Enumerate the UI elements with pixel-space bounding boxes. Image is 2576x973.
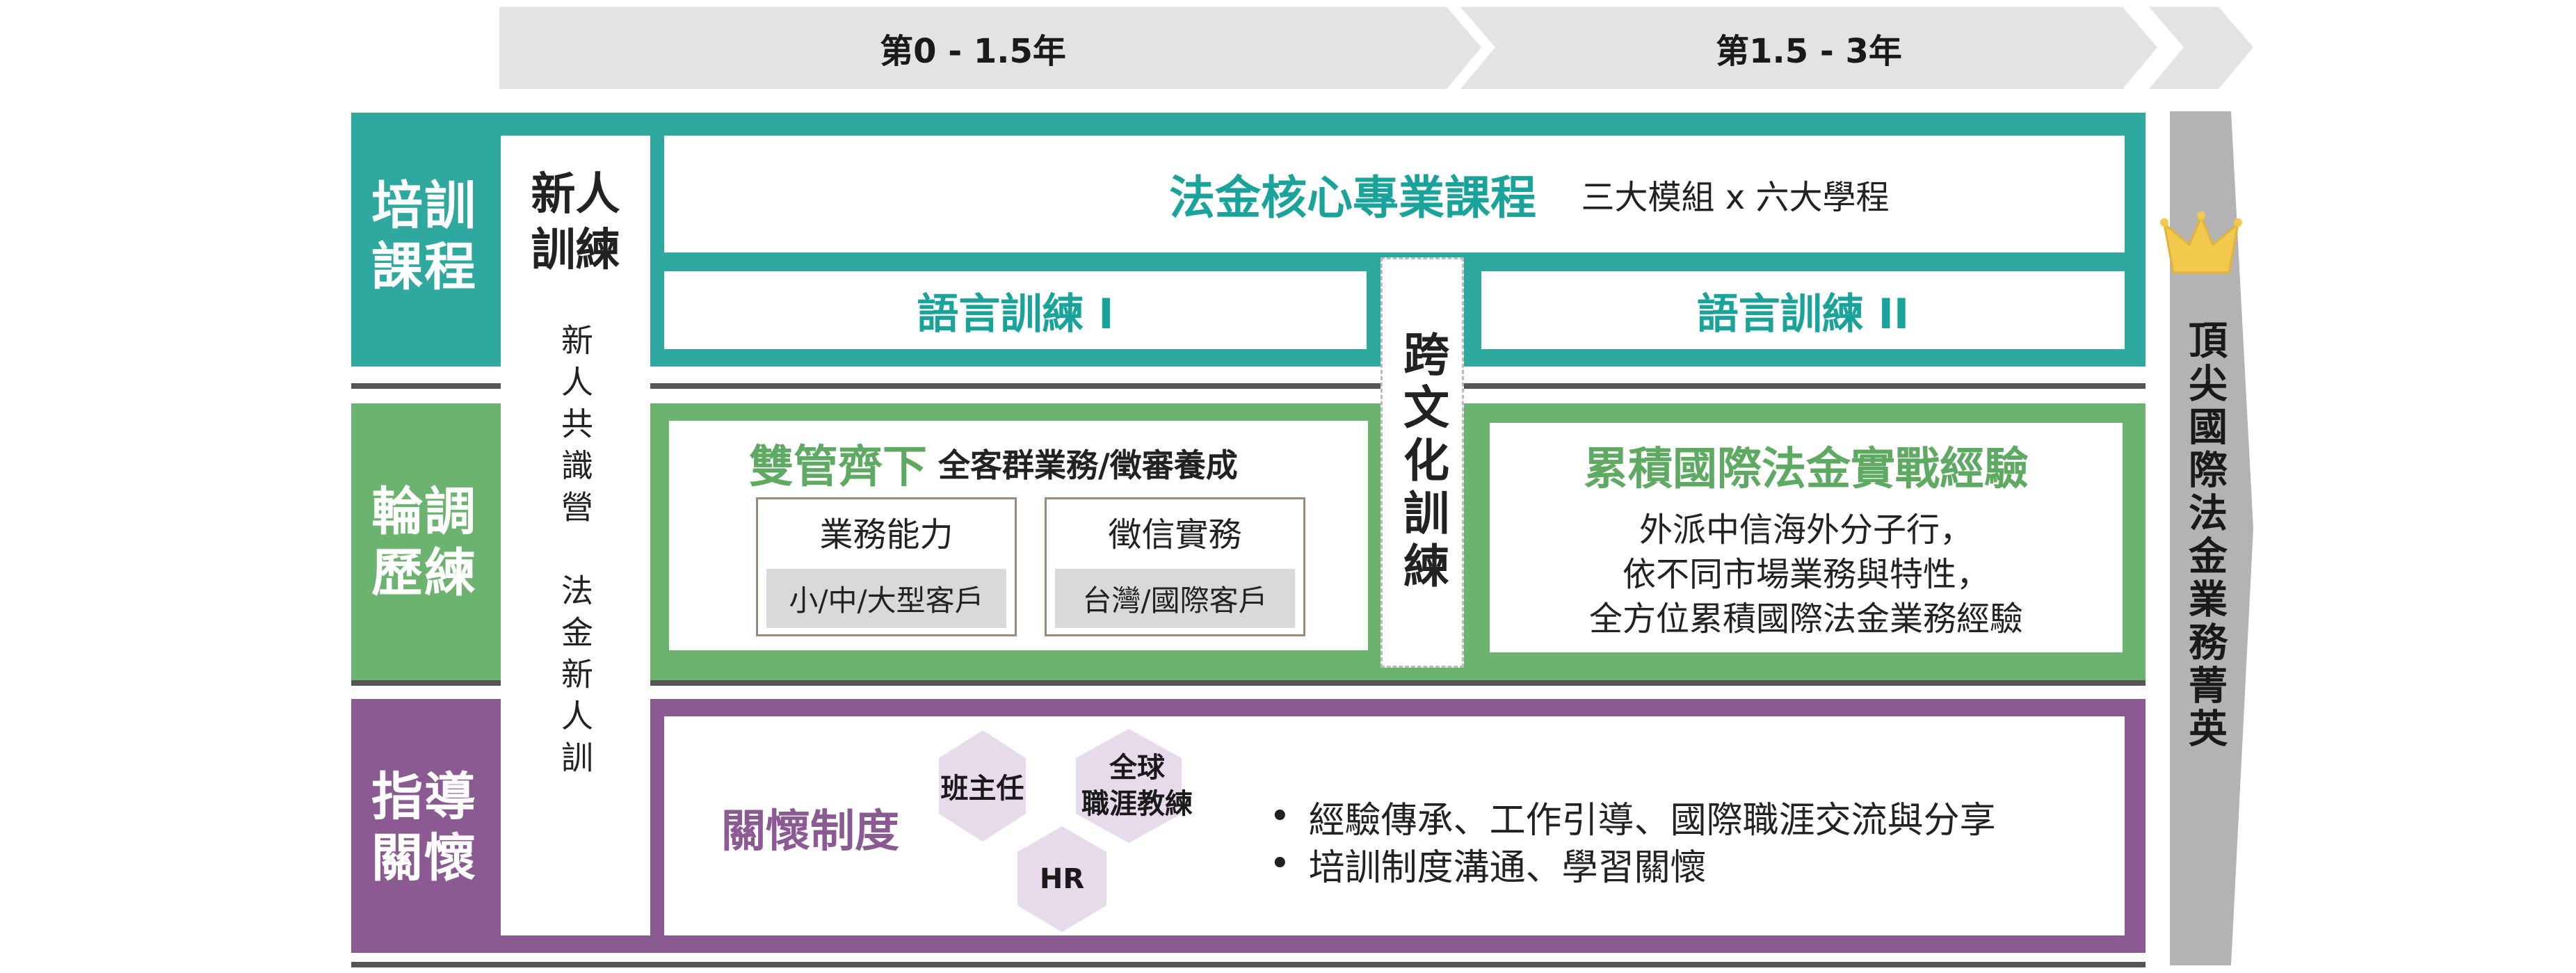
business-skills-chip: 小/中/大型客戶 (766, 569, 1006, 628)
newcomer-training-title: 新人 訓練 (531, 169, 620, 276)
newcomer-training-box: 新人 訓練 新人共識營 法金新人訓 (501, 136, 650, 935)
bullet-dot-icon: • (1269, 796, 1291, 837)
bullet-dot-icon: • (1269, 843, 1291, 885)
core-course-subtitle: 三大模組 x 六大學程 (1581, 178, 1890, 217)
dual-track-header: 雙管齊下 全客群業務/徵審養成 (749, 432, 1333, 494)
separator-line-3 (351, 962, 2146, 967)
care-bullet-2: • 培訓制度溝通、學習關懷 (1269, 842, 2104, 889)
cross-cultural-label: 跨文化訓練 (1396, 330, 1449, 595)
international-line-2: 依不同市場業務與特性， (1622, 555, 1990, 594)
care-system-title: 關懷制度 (721, 806, 899, 858)
credit-practice-title: 徵信實務 (1108, 515, 1242, 554)
dual-track-subtitle: 全客群業務/徵審養成 (938, 447, 1238, 484)
care-bullet-1-text: 經驗傳承、工作引導、國際職涯交流與分享 (1308, 799, 1996, 842)
timeline-arrow-phase2 (1460, 7, 2157, 89)
row-label-training: 培訓 課程 (371, 176, 477, 297)
row-label-rotation: 輪調 歷練 (371, 482, 477, 603)
newcomer-training-items: 新人共識營 法金新人訓 (556, 323, 594, 782)
dual-track-box: 雙管齊下 全客群業務/徵審養成 業務能力 小/中/大型客戶 徵信實務 台灣/國際… (669, 421, 1368, 650)
care-bullet-1: • 經驗傳承、工作引導、國際職涯交流與分享 (1269, 794, 2104, 842)
care-bullet-2-text: 培訓制度溝通、學習關懷 (1308, 846, 1707, 889)
hex-class-teacher (939, 730, 1026, 842)
credit-practice-box: 徵信實務 台灣/國際客戶 (1045, 497, 1305, 636)
credit-practice-chip: 台灣/國際客戶 (1055, 569, 1295, 628)
separator-line-1 (351, 383, 2146, 389)
business-skills-box: 業務能力 小/中/大型客戶 (756, 497, 1017, 636)
hex-hr (1017, 826, 1106, 932)
timeline-arrow-phase1 (499, 7, 1481, 89)
care-system-box: 關懷制度 班主任 全球 職涯教練 HR • 經驗傳承、工作引導、國際職涯交流與分… (664, 716, 2125, 935)
hex-class-teacher-label: 班主任 (940, 773, 1024, 805)
international-experience-title: 累積國際法金實戰經驗 (1584, 444, 2029, 495)
business-skills-title: 業務能力 (819, 515, 953, 554)
cross-cultural-box: 跨文化訓練 (1380, 257, 1464, 668)
care-hexagons (939, 729, 1182, 932)
hex-career-coach (1076, 729, 1182, 843)
hex-career-coach-label: 全球 職涯教練 (1081, 752, 1193, 820)
crown-icon (2160, 211, 2242, 274)
separator-line-2 (351, 680, 2146, 686)
phase1-label: 第0 - 1.5年 (880, 32, 1066, 71)
core-course-title: 法金核心專業課程 (1169, 171, 1536, 225)
dual-track-title: 雙管齊下 (749, 442, 927, 493)
international-line-3: 全方位累積國際法金業務經驗 (1588, 600, 2023, 638)
goal-label: 頂尖國際法金業務菁英 (2182, 320, 2228, 751)
row-label-mentoring: 指導 關懷 (371, 767, 477, 888)
international-experience-box: 累積國際法金實戰經驗 外派中信海外分子行， 依不同市場業務與特性， 全方位累積國… (1490, 423, 2123, 652)
language-training-2-box: 語言訓練 II (1481, 271, 2125, 349)
core-course-box: 法金核心專業課程 三大模組 x 六大學程 (664, 136, 2125, 252)
phase2-label: 第1.5 - 3年 (1716, 32, 1902, 71)
language-training-1-box: 語言訓練 I (664, 271, 1367, 349)
goal-label-wrapper: 頂尖國際法金業務菁英 (2170, 292, 2239, 779)
language-training-2-label: 語言訓練 II (1696, 289, 1910, 339)
timeline-arrow-end (2149, 7, 2253, 89)
hex-hr-label: HR (1039, 862, 1085, 895)
international-line-1: 外派中信海外分子行， (1639, 510, 1973, 549)
language-training-1-label: 語言訓練 I (917, 289, 1114, 339)
goal-arrow (2170, 111, 2253, 965)
